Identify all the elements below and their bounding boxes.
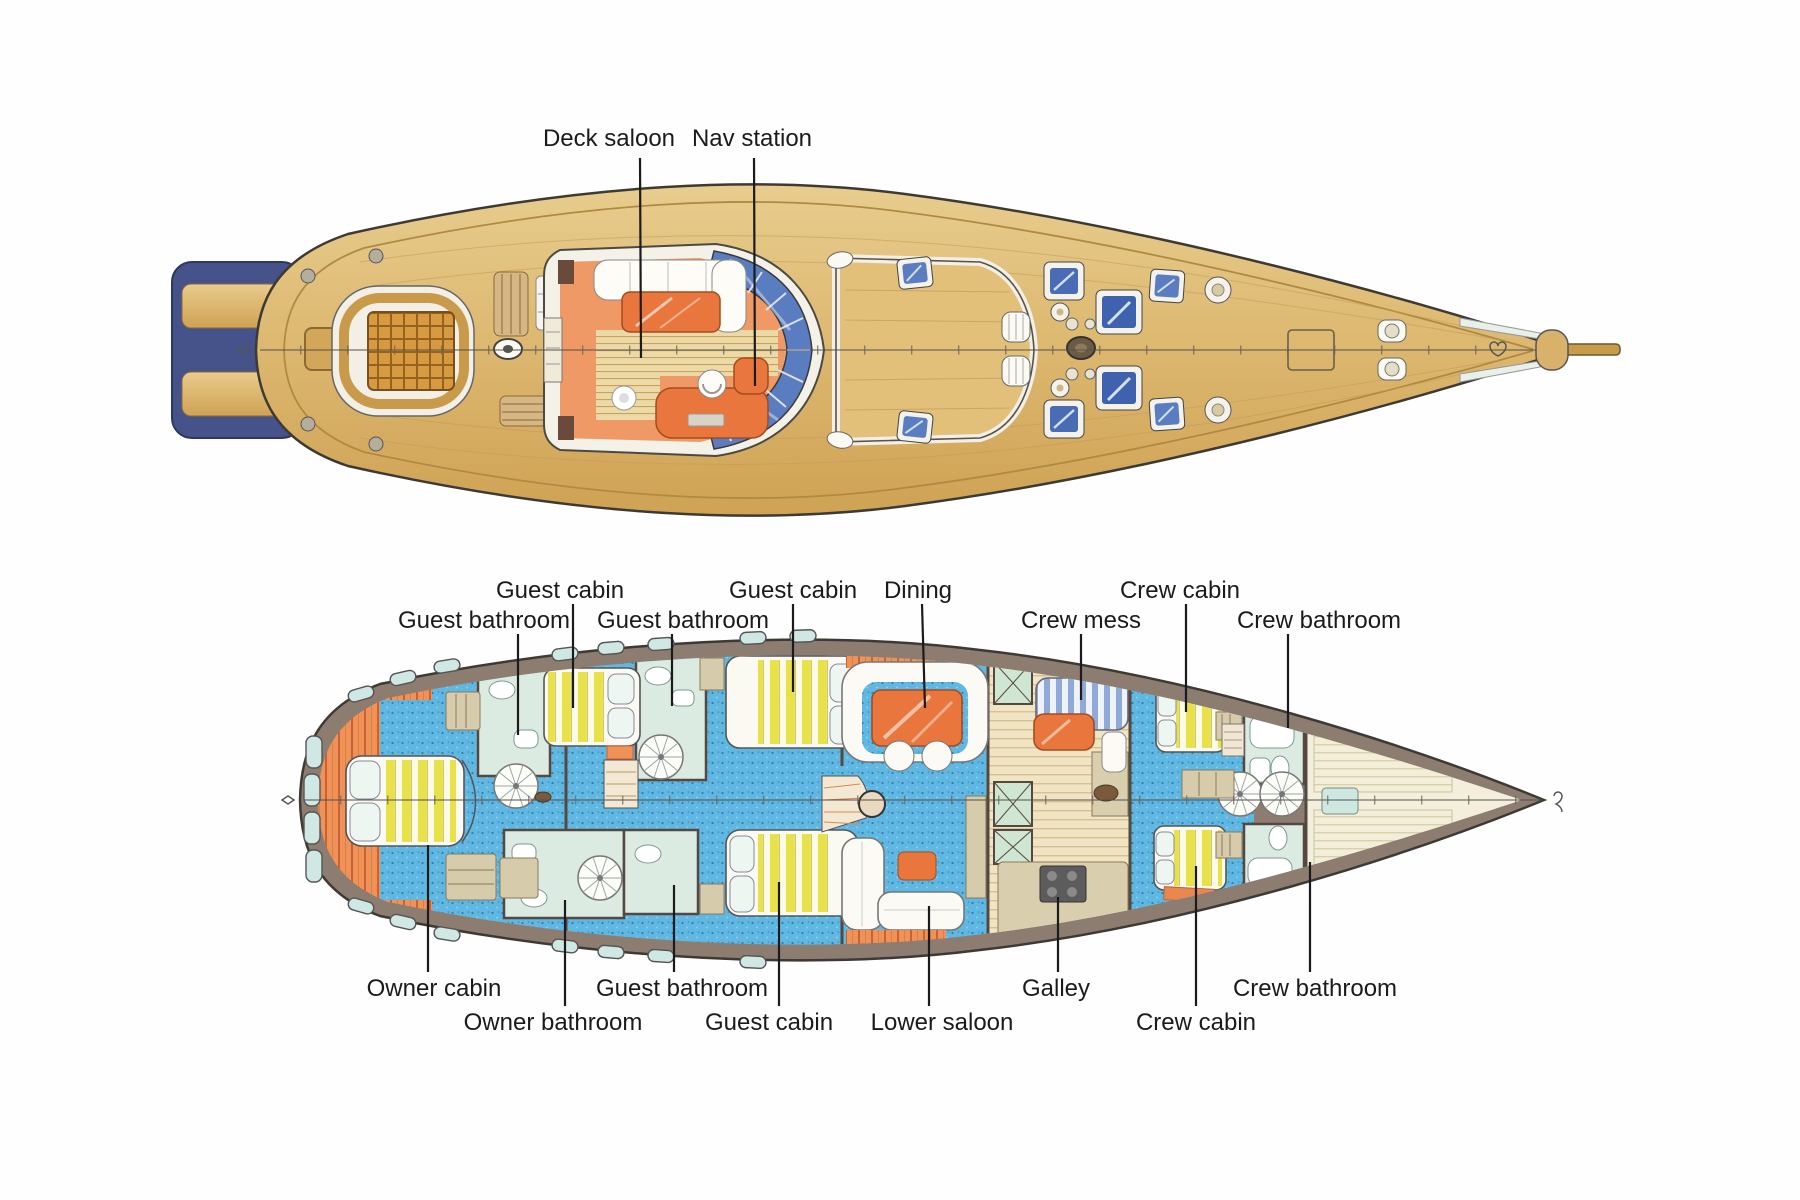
interior-plan-drawing: [280, 603, 1563, 1006]
label-galley: Galley: [1021, 975, 1091, 1002]
label-crew-mess: Crew mess: [1020, 607, 1142, 634]
label-crew-bathroom-1: Crew bathroom: [1236, 607, 1402, 634]
deck-hatch: [1148, 396, 1186, 432]
label-guest-cabin-1: Guest cabin: [495, 577, 625, 604]
deck-planking: [359, 235, 1501, 465]
label-guest-bathroom-1: Guest bathroom: [397, 607, 571, 634]
deck-bolts: [300, 248, 384, 452]
deck-plan-drawing: [171, 157, 1621, 517]
cockpit: [331, 285, 475, 417]
dining-area: [841, 655, 989, 772]
cockpit-grating: [367, 311, 455, 391]
label-crew-cabin-2: Crew cabin: [1135, 1009, 1257, 1036]
bow-locker: [1321, 787, 1359, 815]
owner-cabin-lockers: [445, 691, 539, 901]
crew-mess-area: [1033, 677, 1129, 773]
leader-dining: [920, 603, 927, 709]
dining-chair: [883, 740, 915, 772]
label-crew-cabin-1: Crew cabin: [1119, 577, 1241, 604]
saloon-side-table: [897, 851, 937, 881]
galley-sink: [1093, 784, 1119, 802]
label-guest-bathroom-3: Guest bathroom: [595, 975, 769, 1002]
leader-nav-station: [752, 157, 757, 387]
label-owner-bathroom: Owner bathroom: [463, 1009, 643, 1036]
portlights: [303, 629, 817, 970]
bowsprit: [1563, 343, 1621, 356]
label-owner-cabin: Owner cabin: [366, 975, 502, 1002]
deck-hatch: [896, 410, 934, 444]
dining-table: [871, 689, 963, 747]
deck-hatch: [896, 256, 934, 290]
label-dining: Dining: [883, 577, 953, 604]
saloon-sofa-aft: [877, 891, 965, 931]
label-nav-station: Nav station: [691, 125, 813, 152]
nav-station-desk: [655, 357, 769, 439]
spiral-staircase-aft: [493, 763, 539, 809]
centreline-interior: [280, 791, 1563, 813]
interior-leaders: [426, 603, 1312, 1006]
deck-hatch: [1043, 261, 1085, 301]
label-lower-saloon: Lower saloon: [870, 1009, 1014, 1036]
guest-bed-3: [699, 829, 859, 917]
saloon-table: [621, 291, 721, 333]
label-crew-bathroom-2: Crew bathroom: [1232, 975, 1398, 1002]
deck-hatch: [1095, 289, 1143, 335]
centreline-deck: [236, 345, 1536, 355]
nav-instruments: [687, 413, 725, 427]
crew-mess-table: [1033, 713, 1095, 751]
deck-hatch: [1148, 268, 1186, 304]
label-guest-cabin-2: Guest cabin: [728, 577, 858, 604]
deck-hatch: [1095, 365, 1143, 411]
label-guest-cabin-3: Guest cabin: [704, 1009, 834, 1036]
lower-saloon-area: [841, 795, 987, 945]
guest-bed-1: [543, 667, 641, 747]
leader-deck-saloon: [638, 157, 643, 359]
galley-stove: [1039, 865, 1087, 903]
label-deck-saloon: Deck saloon: [542, 125, 676, 152]
label-guest-bathroom-2: Guest bathroom: [596, 607, 770, 634]
guest-bathroom-3-room: [622, 828, 700, 916]
cockpit-winches: [826, 251, 854, 449]
dining-chair: [921, 740, 953, 772]
saloon-post: [558, 416, 574, 440]
saloon-stairs: [821, 775, 886, 833]
bow-platform: [1535, 329, 1569, 371]
liferaft-canisters: [1001, 311, 1031, 387]
saloon-post: [558, 260, 574, 284]
deck-hatches: [896, 256, 1186, 444]
owner-bed: [345, 755, 477, 847]
bow-fitting: [1489, 341, 1507, 357]
corridor-steps: [603, 745, 639, 809]
bow-gear: [1287, 317, 1569, 383]
deck-hatch: [1043, 399, 1085, 439]
